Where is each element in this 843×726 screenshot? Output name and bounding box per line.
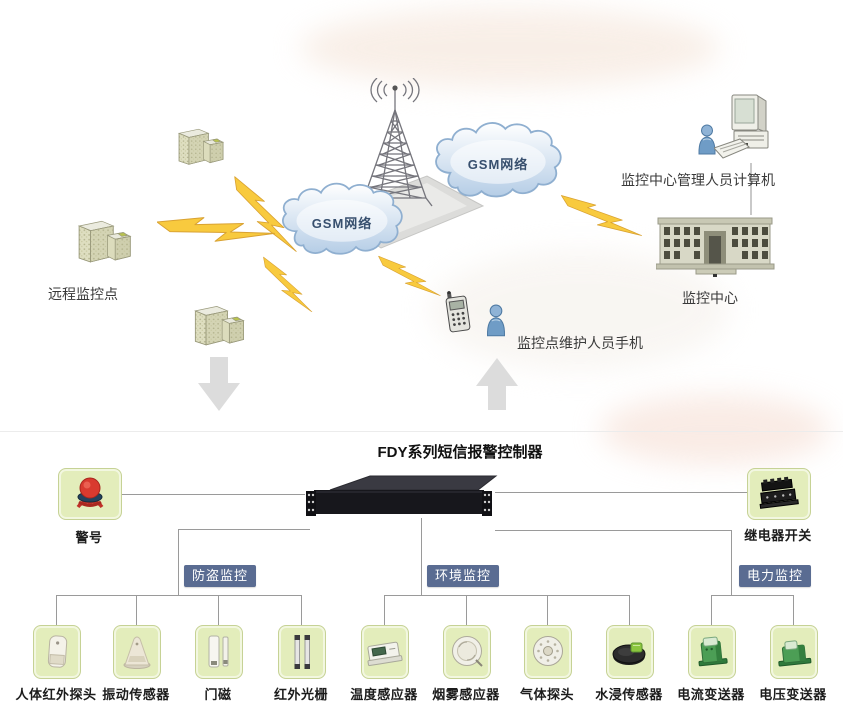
device-box xyxy=(33,625,81,679)
lightning-icon xyxy=(157,211,276,244)
monitoring-center-label: 监控中心 xyxy=(682,292,738,307)
voltage-transmitter-icon xyxy=(778,640,812,667)
connector-line xyxy=(136,595,137,625)
connector-line xyxy=(56,595,302,596)
device-box xyxy=(195,625,243,679)
gsm-network-cloud: GSM网络 xyxy=(424,116,572,204)
device-label: 温度感应器 xyxy=(350,687,418,702)
connector-line xyxy=(750,163,752,215)
connector-line xyxy=(56,595,57,625)
relay-switch-label: 继电器开关 xyxy=(744,528,812,543)
remote-building-icon xyxy=(78,220,131,263)
device-label: 门磁 xyxy=(204,687,232,702)
device-label: 烟雾感应器 xyxy=(432,687,500,702)
up-arrow-icon xyxy=(476,358,518,410)
door-contact-icon xyxy=(208,635,229,668)
connector-line xyxy=(731,530,732,595)
device-box xyxy=(524,625,572,679)
connector-line xyxy=(120,494,305,495)
connector-line xyxy=(547,595,548,625)
infrared-grating-icon xyxy=(294,635,310,669)
connector-line xyxy=(178,529,310,530)
gsm-network-label: GSM网络 xyxy=(311,216,373,231)
device-label: 水浸传感器 xyxy=(595,687,663,702)
remote-building-icon xyxy=(194,306,244,346)
down-arrow-icon xyxy=(198,357,240,411)
device-box xyxy=(443,625,491,679)
alarm-siren-box xyxy=(58,468,122,520)
alarm-siren-label: 警号 xyxy=(75,530,103,545)
mobile-phone-icon xyxy=(445,291,471,333)
connector-line xyxy=(495,530,731,531)
relay-switch-icon xyxy=(759,476,799,509)
alarm-controller-device xyxy=(306,475,498,516)
connector-line xyxy=(711,595,794,596)
group-badge-power: 电力监控 xyxy=(739,565,812,587)
device-label: 人体红外探头 xyxy=(15,687,97,702)
group-badge-burglary: 防盗监控 xyxy=(184,565,257,587)
controller-title: FDY系列短信报警控制器 xyxy=(377,444,543,461)
alarm-siren-icon xyxy=(76,477,104,509)
maintainer-person-icon xyxy=(486,304,506,337)
background-blob xyxy=(600,395,830,465)
current-transmitter-icon xyxy=(698,636,728,667)
gsm-network-label: GSM网络 xyxy=(467,157,529,172)
device-box xyxy=(770,625,818,679)
admin-computer-label: 监控中心管理人员计算机 xyxy=(621,174,775,189)
monitoring-center-building xyxy=(656,217,775,277)
connector-line xyxy=(495,492,748,493)
connector-line xyxy=(384,595,630,596)
device-label: 红外光栅 xyxy=(273,687,328,702)
group-badge-environment: 环境监控 xyxy=(427,565,500,587)
device-box xyxy=(361,625,409,679)
lightning-icon xyxy=(560,188,645,246)
relay-switch-box xyxy=(747,468,811,520)
gsm-network-cloud: GSM网络 xyxy=(272,176,412,262)
connector-line xyxy=(301,595,302,625)
vibration-sensor-icon xyxy=(123,636,151,669)
device-label: 气体探头 xyxy=(519,687,574,702)
gas-detector-icon xyxy=(533,636,563,666)
temperature-sensor-icon xyxy=(367,641,403,667)
maintainer-phone-label: 监控点维护人员手机 xyxy=(517,337,643,352)
smoke-sensor-icon xyxy=(452,636,483,667)
section-divider xyxy=(0,431,843,432)
device-label: 电压变送器 xyxy=(759,687,827,702)
connector-line xyxy=(384,595,385,625)
device-label: 电流变送器 xyxy=(677,687,745,702)
connector-line xyxy=(218,595,219,625)
connector-line xyxy=(421,518,422,595)
connector-line xyxy=(629,595,630,625)
connector-line xyxy=(793,595,794,625)
computer-icon xyxy=(714,94,769,159)
background-blob xyxy=(300,8,720,88)
water-leak-sensor-icon xyxy=(612,642,646,665)
device-box xyxy=(606,625,654,679)
device-label: 振动传感器 xyxy=(102,687,170,702)
connector-line xyxy=(711,595,712,625)
connector-line xyxy=(466,595,467,625)
device-box xyxy=(688,625,736,679)
remote-building-icon xyxy=(178,128,224,165)
connector-line xyxy=(178,529,179,595)
device-box xyxy=(278,625,326,679)
pir-detector-icon xyxy=(47,635,68,668)
device-box xyxy=(113,625,161,679)
remote-site-label: 远程监控点 xyxy=(48,288,118,303)
